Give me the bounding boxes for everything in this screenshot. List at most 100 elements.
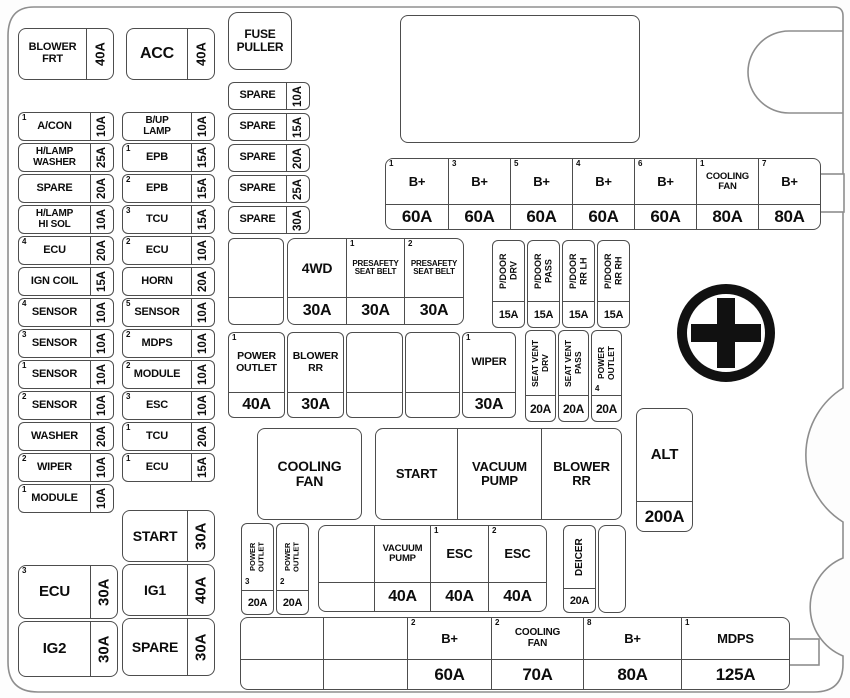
fuse-label: ECU [123,454,192,481]
ign-coil-box: IGN COIL 15A [18,267,114,296]
fuse-amp-label: 15A [598,301,629,327]
fuse-index-label: 2 [126,237,131,246]
fuse-index-label: 2 [126,330,131,339]
fuse-amp-label: 10A [96,363,108,386]
fuse-label: SEAT VENT DRV [529,339,550,387]
mid2-blank-2-box [405,332,460,418]
fuse-amp-label: 10A [292,85,304,107]
fuse-index-label: 5 [514,159,519,168]
fuse-label: SENSOR [19,299,91,326]
fuse-amp-label: 40A [431,582,488,611]
fuse-index-label: 4 [595,384,600,393]
fuse-amp-label [319,582,374,611]
fuse-amp-label: 10A [96,115,108,138]
fuse-amp-label: 10A [96,301,108,324]
fuse-amp-label: 10A [197,394,209,417]
mid-blank-box [228,238,284,325]
fuse-index-label: 1 [389,159,394,168]
fuse-amp-label: 20A [592,395,621,421]
battery-positive-cross-v [717,298,735,368]
fuse-amp-label: 20A [559,395,588,421]
fuse-label: PRESAFETY SEAT BELT [410,258,458,276]
fuse-amp-label: 60A [449,204,510,229]
fuse-amp-label: 30A [192,522,210,550]
fuse-cell: VACUUM PUMP [457,429,541,519]
fuse-index-label: 2 [22,454,27,463]
fuse-label [401,16,639,142]
fuse-index-label: 1 [22,113,27,122]
fuse-amp-label: 20A [564,588,595,612]
fuse-index-label: 3 [126,206,131,215]
fuse-index-label: 1 [685,618,690,627]
fuse-label: H/LAMP HI SOL [19,206,91,233]
h-lamp-hi-sol-box: H/LAMP HI SOL 10A [18,205,114,234]
connector-tab-bottom [787,638,820,666]
fuse-label: P/DOOR RR LH [568,253,589,289]
fuse-index-label: 1 [22,485,27,494]
fuse-index-label: 2 [495,618,500,627]
fuse-amp-label: 70A [492,659,583,689]
fuse-label: IGN COIL [19,268,91,295]
fuse-label [229,239,283,297]
fuse-label: IG1 [123,565,188,615]
fuse-label: VACUUM PUMP [382,543,423,564]
fuse-label: HORN [123,268,192,295]
fuse-amp-label: 40A [375,582,430,611]
fuse-index-label: 7 [762,159,767,168]
fuse-label: COOLING FAN [277,458,342,489]
fuse-label [241,618,323,659]
fuse-amp-label: 10A [96,208,108,231]
fuse-amp-label: 15A [197,208,209,231]
fuse-label: ECU [19,237,91,264]
fuse-label: FUSE PULLER [236,27,284,54]
fuse-amp-label: 25A [96,146,108,169]
fuse-label: EPB [123,175,192,202]
fuse-amp-label: 15A [96,270,108,293]
fuse-amp-label: 10A [197,115,209,138]
fuse-cell: BLOWER RR [541,429,621,519]
fuse-label: POWER OUTLET [595,346,616,380]
fuse-label: EPB [123,144,192,171]
fuse-label: SPARE [229,114,287,140]
fuse-amp-label [229,297,283,324]
fuse-label: START [123,511,188,561]
fuse-label: START [395,466,438,482]
fuse-amp-label: 20A [96,239,108,262]
fuse-label: ESC [504,546,531,562]
fuse-amp-label: 15A [493,301,524,327]
fuse-amp-label: 30A [95,635,113,663]
fuse-amp-label: 10A [197,363,209,386]
fuse-index-label: 4 [22,299,27,308]
fuse-amp-label: 10A [197,301,209,324]
fuse-index-label: 1 [126,423,131,432]
fuse-amp-label: 80A [759,204,820,229]
fuse-label: COOLING FAN [706,170,749,192]
fuse-amp-label: 60A [573,204,634,229]
fuse-label [406,333,459,392]
fuse-label [347,333,402,392]
fuse-label: TCU [123,423,192,450]
fuse-index-label: 4 [576,159,581,168]
fuse-index-label: 2 [411,618,416,627]
fuse-amp-label: 10A [96,487,108,510]
